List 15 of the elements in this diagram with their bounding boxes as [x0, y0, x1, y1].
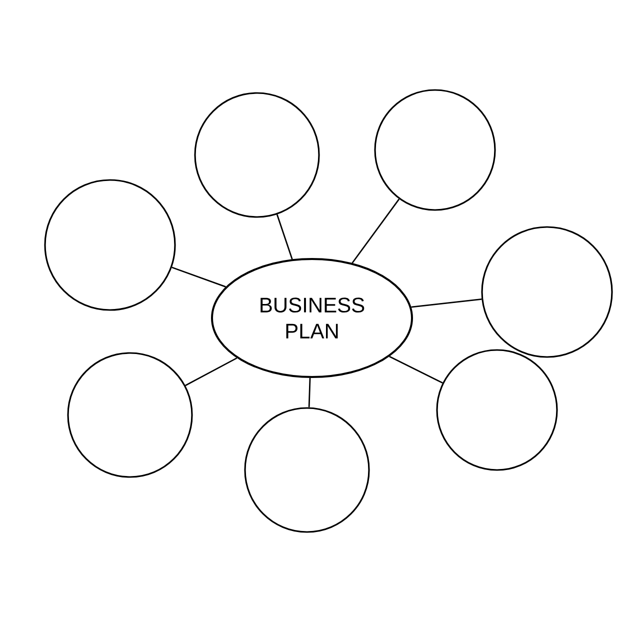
empty-circle — [194, 92, 320, 218]
empty-circle — [44, 179, 176, 311]
connector-line — [411, 298, 482, 308]
connector-line — [276, 214, 293, 260]
empty-circle — [244, 407, 370, 533]
ellipse-node: BUSINESS PLAN — [211, 258, 413, 378]
empty-circle — [67, 352, 193, 478]
empty-circle — [374, 89, 496, 211]
connector-line — [389, 356, 443, 384]
connector-line — [308, 378, 311, 408]
empty-circle — [436, 349, 558, 471]
empty-circle — [481, 226, 613, 358]
connector-line — [172, 266, 226, 288]
connector-line — [185, 357, 238, 386]
connector-line — [352, 198, 400, 264]
